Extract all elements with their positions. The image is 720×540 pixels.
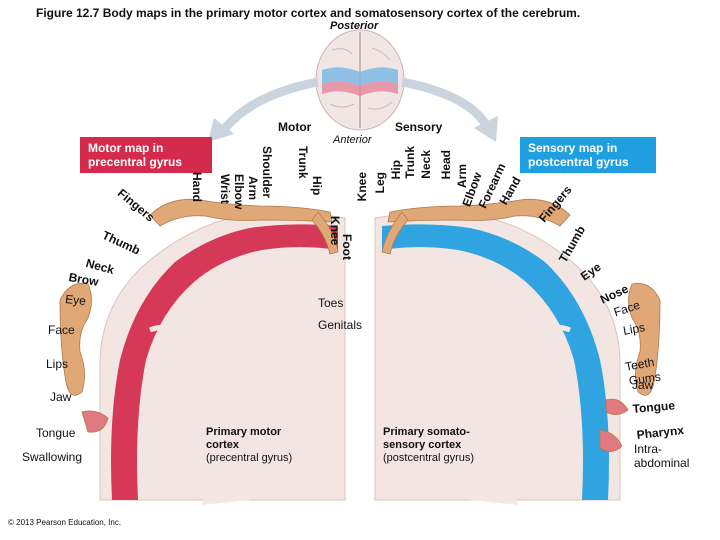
motor-label-foot: Foot bbox=[340, 234, 354, 260]
motor-header: Motor bbox=[278, 120, 312, 134]
sensory-label-head: Head bbox=[439, 150, 453, 180]
motor-label-knee: Knee bbox=[328, 216, 342, 246]
sensory-label-jaw: Jaw bbox=[632, 378, 654, 392]
motor-label-toes: Toes bbox=[318, 296, 344, 310]
motor-label-elbow: Elbow bbox=[232, 174, 246, 210]
motor-label-shoulder: Shoulder bbox=[260, 146, 274, 199]
sensory-caption-sub: (postcentral gyrus) bbox=[383, 452, 475, 464]
anterior-label: Anterior bbox=[333, 134, 372, 146]
motor-label-hand: Hand bbox=[190, 172, 204, 202]
motor-label-lips: Lips bbox=[46, 357, 69, 371]
sensory-label-genitals: Genitals bbox=[318, 318, 363, 332]
arrow-to-sensory bbox=[401, 77, 492, 131]
sensory-label-neck: Neck bbox=[419, 150, 433, 179]
sensory-header: Sensory bbox=[395, 120, 443, 134]
motor-label-hip: Hip bbox=[310, 176, 324, 196]
motor-map-label: Motor map in precentral gyrus bbox=[80, 137, 212, 173]
sensory-label-hip: Hip bbox=[389, 160, 403, 180]
motor-caption-title: Primary motor cortex bbox=[206, 426, 282, 451]
arrow-to-motor bbox=[218, 77, 319, 135]
motor-label-tongue: Tongue bbox=[36, 426, 76, 440]
motor-label-arm: Arm bbox=[246, 176, 260, 201]
motor-label-eye: Eye bbox=[64, 292, 87, 309]
sensory-homunculus bbox=[381, 198, 661, 452]
motor-label-swallowing: Swallowing bbox=[22, 450, 83, 464]
sensory-caption-title: Primary somato-sensory cortex bbox=[383, 426, 470, 451]
sensory-label-trunk: Trunk bbox=[403, 146, 417, 179]
sensory-label-leg: Leg bbox=[373, 172, 387, 194]
sensory-map-label: Sensory map in postcentral gyrus bbox=[520, 137, 656, 173]
sensory-cortex-caption: Primary somato-sensory cortex (postcentr… bbox=[383, 426, 503, 465]
sensory-label-intra-abdominal: Intra-abdominal bbox=[634, 442, 690, 470]
motor-caption-sub: (precentral gyrus) bbox=[206, 452, 293, 464]
motor-homunculus bbox=[59, 198, 339, 433]
copyright: © 2013 Pearson Education, Inc. bbox=[8, 518, 122, 527]
motor-cortex-section bbox=[99, 212, 346, 505]
brain-top-view bbox=[315, 29, 405, 131]
motor-cortex-caption: Primary motor cortex (precentral gyrus) bbox=[206, 426, 316, 465]
sensory-label-knee: Knee bbox=[355, 172, 369, 202]
figure-title: Figure 12.7 Body maps in the primary mot… bbox=[36, 6, 581, 20]
posterior-label: Posterior bbox=[330, 20, 379, 32]
motor-label-jaw: Jaw bbox=[50, 390, 72, 404]
motor-label-wrist: Wrist bbox=[218, 174, 232, 204]
motor-label-trunk: Trunk bbox=[296, 146, 310, 179]
sensory-cortex-section bbox=[374, 212, 621, 505]
motor-label-face: Face bbox=[48, 323, 75, 337]
